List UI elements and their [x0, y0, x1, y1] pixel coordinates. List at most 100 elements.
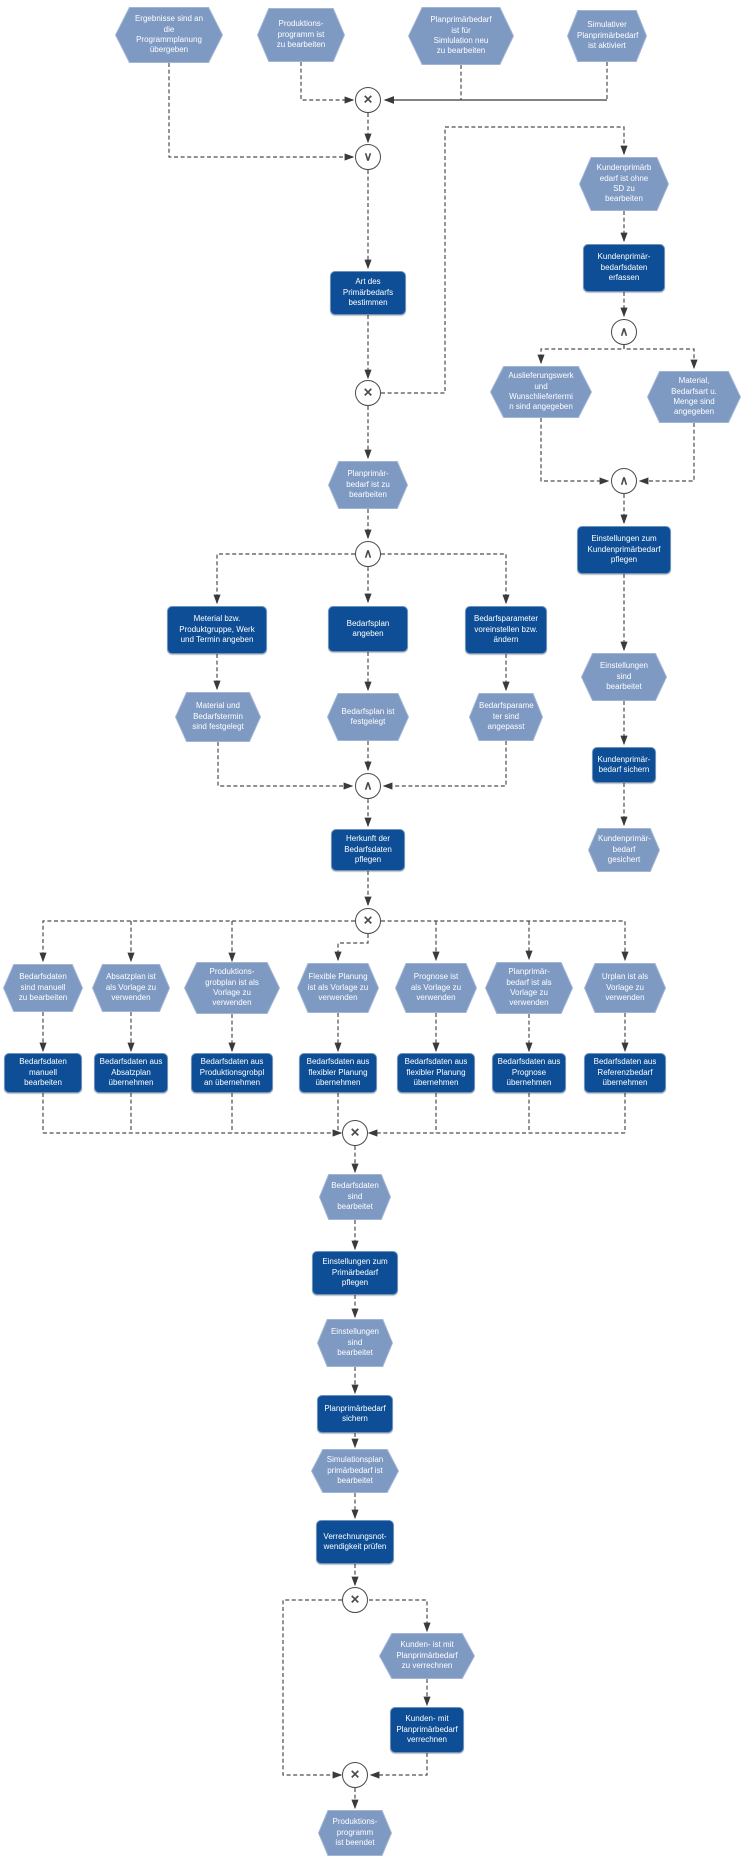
event-simulativer-planprimaerbedarf-aktiviert-label: Simulativer Planprimärbedarf ist aktivie…	[577, 20, 639, 51]
flow-edge	[540, 418, 610, 485]
function-kundenprimaerbedarfsdaten-erfassen-label: Kundenprimär- bedarfsdaten erfassen	[597, 252, 651, 283]
function-bedarfsdaten-aus-produktionsgrobplan[interactable]: Bedarfsdaten aus Produktionsgrobpl an üb…	[191, 1053, 273, 1093]
function-art-des-primaerbedarfs-bestimmen-label: Art des Primärbedarfs bestimmen	[342, 277, 394, 308]
event-produktionsprogramm-beendet-label: Produktions- programm ist beendet	[332, 1817, 378, 1848]
xor-operator-icon: ✕	[362, 913, 374, 928]
event-bedarfsdaten-sind-bearbeitet-label: Bedarfsdaten sind bearbeitet	[331, 1181, 379, 1212]
event-planprimaerbedarf-als-vorlage[interactable]: Planprimär- bedarf ist als Vorlage zu ve…	[485, 962, 573, 1014]
event-simulativer-planprimaerbedarf-aktiviert[interactable]: Simulativer Planprimärbedarf ist aktivie…	[567, 10, 647, 62]
event-material-bedarfstermin-festgelegt[interactable]: Material und Bedarfstermin sind festgele…	[175, 692, 261, 742]
function-bedarfsplan-angeben-label: Bedarfsplan angeben	[346, 618, 390, 638]
event-flexible-planung-als-vorlage[interactable]: Flexible Planung ist als Vorlage zu verw…	[297, 963, 379, 1013]
event-kundenprimaerbedarf-ohne-sd[interactable]: Kundenprimärb edarf ist ohne SD zu bearb…	[579, 157, 669, 211]
or-operator-icon: ∨	[363, 149, 373, 164]
event-einstellungen-sind-bearbeitet-primaer[interactable]: Einstellungen sind bearbeitet	[317, 1319, 393, 1367]
flow-edge	[623, 345, 698, 370]
function-bedarfsparameter-voreinstellen[interactable]: Bedarfsparameter voreinstellen bzw. ände…	[465, 606, 547, 654]
and-connector-3[interactable]: ∧	[355, 541, 381, 567]
function-bedarfsdaten-aus-prognose[interactable]: Bedarfsdaten aus Prognose übernehmen	[492, 1053, 566, 1093]
flow-edge	[334, 934, 369, 962]
event-absatzplan-als-vorlage[interactable]: Absatzplan ist als Vorlage zu verwenden	[92, 964, 170, 1012]
xor-operator-icon: ✕	[362, 385, 374, 400]
and-operator-icon: ∧	[619, 324, 629, 339]
event-material-bedarfstermin-festgelegt-label: Material und Bedarfstermin sind festgele…	[192, 701, 244, 732]
event-hexagon-shape: Kundenprimär- bedarf gesichert	[589, 829, 659, 871]
event-planprimaerbedarf-zu-bearbeiten[interactable]: Planprimär- bedarf ist zu bearbeiten	[328, 461, 408, 509]
event-hexagon-shape: Produktions- programm ist zu bearbeiten	[258, 9, 344, 61]
xor-connector-4[interactable]: ✕	[342, 1120, 368, 1146]
flow-edge	[638, 423, 695, 485]
event-produktionsprogramm-zu-bearbeiten[interactable]: Produktions- programm ist zu bearbeiten	[257, 8, 345, 62]
function-bedarfsplan-angeben[interactable]: Bedarfsplan angeben	[328, 606, 408, 652]
function-kundenprimaerbedarf-sichern-label: Kundenprimär- bedarf sichern	[597, 754, 651, 774]
event-ergebnisse-uebergeben-label: Ergebnisse sind an die Programmplanung ü…	[134, 14, 204, 55]
xor-connector-6[interactable]: ✕	[342, 1762, 368, 1788]
function-planprimaerbedarf-sichern-label: Planprimärbedarf sichern	[324, 1403, 386, 1423]
xor-operator-icon: ✕	[349, 1767, 361, 1782]
flow-edge	[168, 63, 355, 161]
event-simulationsplan-primaerbedarf-bearbeitet[interactable]: Simulationsplan primärbedarf ist bearbei…	[311, 1449, 399, 1493]
event-auslieferungswerk-wunschliefertermin[interactable]: Auslieferungswerk und Wunschliefertermi …	[490, 366, 592, 418]
function-bedarfsdaten-aus-absatzplan[interactable]: Bedarfsdaten aus Absatzplan übernehmen	[94, 1053, 168, 1093]
flow-edge	[382, 741, 507, 790]
event-hexagon-shape: Planprimärbedarf ist für Simlulation neu…	[409, 8, 513, 64]
and-operator-icon: ∧	[363, 778, 373, 793]
and-connector-1[interactable]: ∧	[611, 319, 637, 345]
function-planprimaerbedarf-sichern[interactable]: Planprimärbedarf sichern	[317, 1395, 393, 1433]
xor-connector-5[interactable]: ✕	[342, 1587, 368, 1613]
event-material-bedarfsart-menge-label: Material, Bedarfsart u. Menge sind angeg…	[671, 376, 717, 417]
event-material-bedarfsart-menge[interactable]: Material, Bedarfsart u. Menge sind angeg…	[647, 371, 741, 423]
event-urplan-als-vorlage[interactable]: Urplan ist als Vorlage zu verwenden	[584, 963, 666, 1013]
event-hexagon-shape: Bedarfsdaten sind bearbeitet	[320, 1175, 390, 1219]
event-hexagon-shape: Produktions- programm ist beendet	[319, 1811, 391, 1855]
event-prognose-als-vorlage[interactable]: Prognose ist als Vorlage zu verwenden	[395, 963, 477, 1013]
function-bedarfsdaten-aus-referenzbedarf[interactable]: Bedarfsdaten aus Referenzbedarf übernehm…	[584, 1053, 666, 1093]
xor-operator-icon: ✕	[362, 92, 374, 107]
event-hexagon-shape: Einstellungen sind bearbeitet	[582, 654, 666, 700]
event-bedarfsplan-festgelegt[interactable]: Bedarfsplan ist festgelegt	[327, 693, 409, 741]
event-produktionsgrobplan-als-vorlage-label: Produktions- grobplan ist als Vorlage zu…	[205, 967, 259, 1008]
event-planprimaerbedarf-simulation-neu[interactable]: Planprimärbedarf ist für Simlulation neu…	[408, 7, 514, 65]
event-bedarfsdaten-manuell-zu-bearbeiten[interactable]: Bedarfsdaten sind manuell zu bearbeiten	[3, 964, 83, 1012]
event-hexagon-shape: Absatzplan ist als Vorlage zu verwenden	[93, 965, 169, 1011]
function-einstellungen-zum-primaerbedarf-pflegen[interactable]: Einstellungen zum Primärbedarf pflegen	[312, 1251, 398, 1295]
event-ergebnisse-uebergeben[interactable]: Ergebnisse sind an die Programmplanung ü…	[115, 7, 223, 63]
function-verrechnungsnotwendigkeit-pruefen[interactable]: Verrechnungsnot- wendigkeit prüfen	[316, 1520, 394, 1564]
flow-edge	[369, 1599, 431, 1633]
xor-connector-1[interactable]: ✕	[355, 87, 381, 113]
and-connector-4[interactable]: ∧	[355, 773, 381, 799]
function-bedarfsdaten-manuell-bearbeiten[interactable]: Bedarfsdaten manuell bearbeiten	[4, 1053, 82, 1093]
function-kunden-mit-planprimaerbedarf-verrechnen[interactable]: Kunden- mit Planprimärbedarf verrechnen	[390, 1707, 464, 1753]
event-produktionsprogramm-beendet[interactable]: Produktions- programm ist beendet	[318, 1810, 392, 1856]
event-produktionsgrobplan-als-vorlage[interactable]: Produktions- grobplan ist als Vorlage zu…	[184, 962, 280, 1014]
event-prognose-als-vorlage-label: Prognose ist als Vorlage zu verwenden	[410, 972, 462, 1003]
function-einstellungen-kundenprimaerbedarf-pflegen-label: Einstellungen zum Kundenprimärbedarf pfl…	[587, 534, 661, 565]
event-hexagon-shape: Simulativer Planprimärbedarf ist aktivie…	[568, 11, 646, 61]
flow-edge	[381, 920, 629, 962]
event-bedarfsdaten-sind-bearbeitet[interactable]: Bedarfsdaten sind bearbeitet	[319, 1174, 391, 1220]
function-herkunft-der-bedarfsdaten-pflegen[interactable]: Herkunft der Bedarfsdaten pflegen	[331, 829, 405, 871]
function-meterial-produktgruppe-werk-termin-angeben[interactable]: Meterial bzw. Produktgruppe, Werk und Te…	[167, 606, 267, 654]
xor-connector-2[interactable]: ✕	[355, 380, 381, 406]
function-einstellungen-zum-primaerbedarf-pflegen-label: Einstellungen zum Primärbedarf pflegen	[322, 1257, 388, 1288]
event-einstellungen-sind-bearbeitet-kunde[interactable]: Einstellungen sind bearbeitet	[581, 653, 667, 701]
function-kundenprimaerbedarf-sichern[interactable]: Kundenprimär- bedarf sichern	[592, 747, 656, 783]
function-einstellungen-kundenprimaerbedarf-pflegen[interactable]: Einstellungen zum Kundenprimärbedarf pfl…	[577, 526, 671, 574]
xor-connector-3[interactable]: ✕	[355, 908, 381, 934]
function-art-des-primaerbedarfs-bestimmen[interactable]: Art des Primärbedarfs bestimmen	[330, 271, 406, 315]
event-planprimaerbedarf-simulation-neu-label: Planprimärbedarf ist für Simlulation neu…	[430, 15, 492, 56]
function-herkunft-der-bedarfsdaten-pflegen-label: Herkunft der Bedarfsdaten pflegen	[344, 834, 392, 865]
function-kundenprimaerbedarfsdaten-erfassen[interactable]: Kundenprimär- bedarfsdaten erfassen	[583, 244, 665, 292]
or-connector-1[interactable]: ∨	[355, 144, 381, 170]
and-connector-2[interactable]: ∧	[611, 468, 637, 494]
event-hexagon-shape: Urplan ist als Vorlage zu verwenden	[585, 964, 665, 1012]
function-kunden-mit-planprimaerbedarf-verrechnen-label: Kunden- mit Planprimärbedarf verrechnen	[396, 1714, 458, 1745]
event-bedarfsparameter-angepasst[interactable]: Bedarfsparame ter sind angepasst	[469, 693, 543, 741]
event-kundenprimaerbedarf-gesichert[interactable]: Kundenprimär- bedarf gesichert	[588, 828, 660, 872]
function-bedarfsdaten-aus-flexibler-planung-2[interactable]: Bedarfsdaten aus flexibler Planung übern…	[397, 1053, 475, 1093]
function-bedarfsdaten-aus-flexibler-planung[interactable]: Bedarfsdaten aus flexibler Planung übern…	[299, 1053, 377, 1093]
event-kundenbedarf-zu-verrechnen[interactable]: Kunden- ist mit Planprimärbedarf zu verr…	[379, 1633, 475, 1679]
event-hexagon-shape: Simulationsplan primärbedarf ist bearbei…	[312, 1450, 398, 1492]
event-bedarfsplan-festgelegt-label: Bedarfsplan ist festgelegt	[341, 706, 395, 726]
